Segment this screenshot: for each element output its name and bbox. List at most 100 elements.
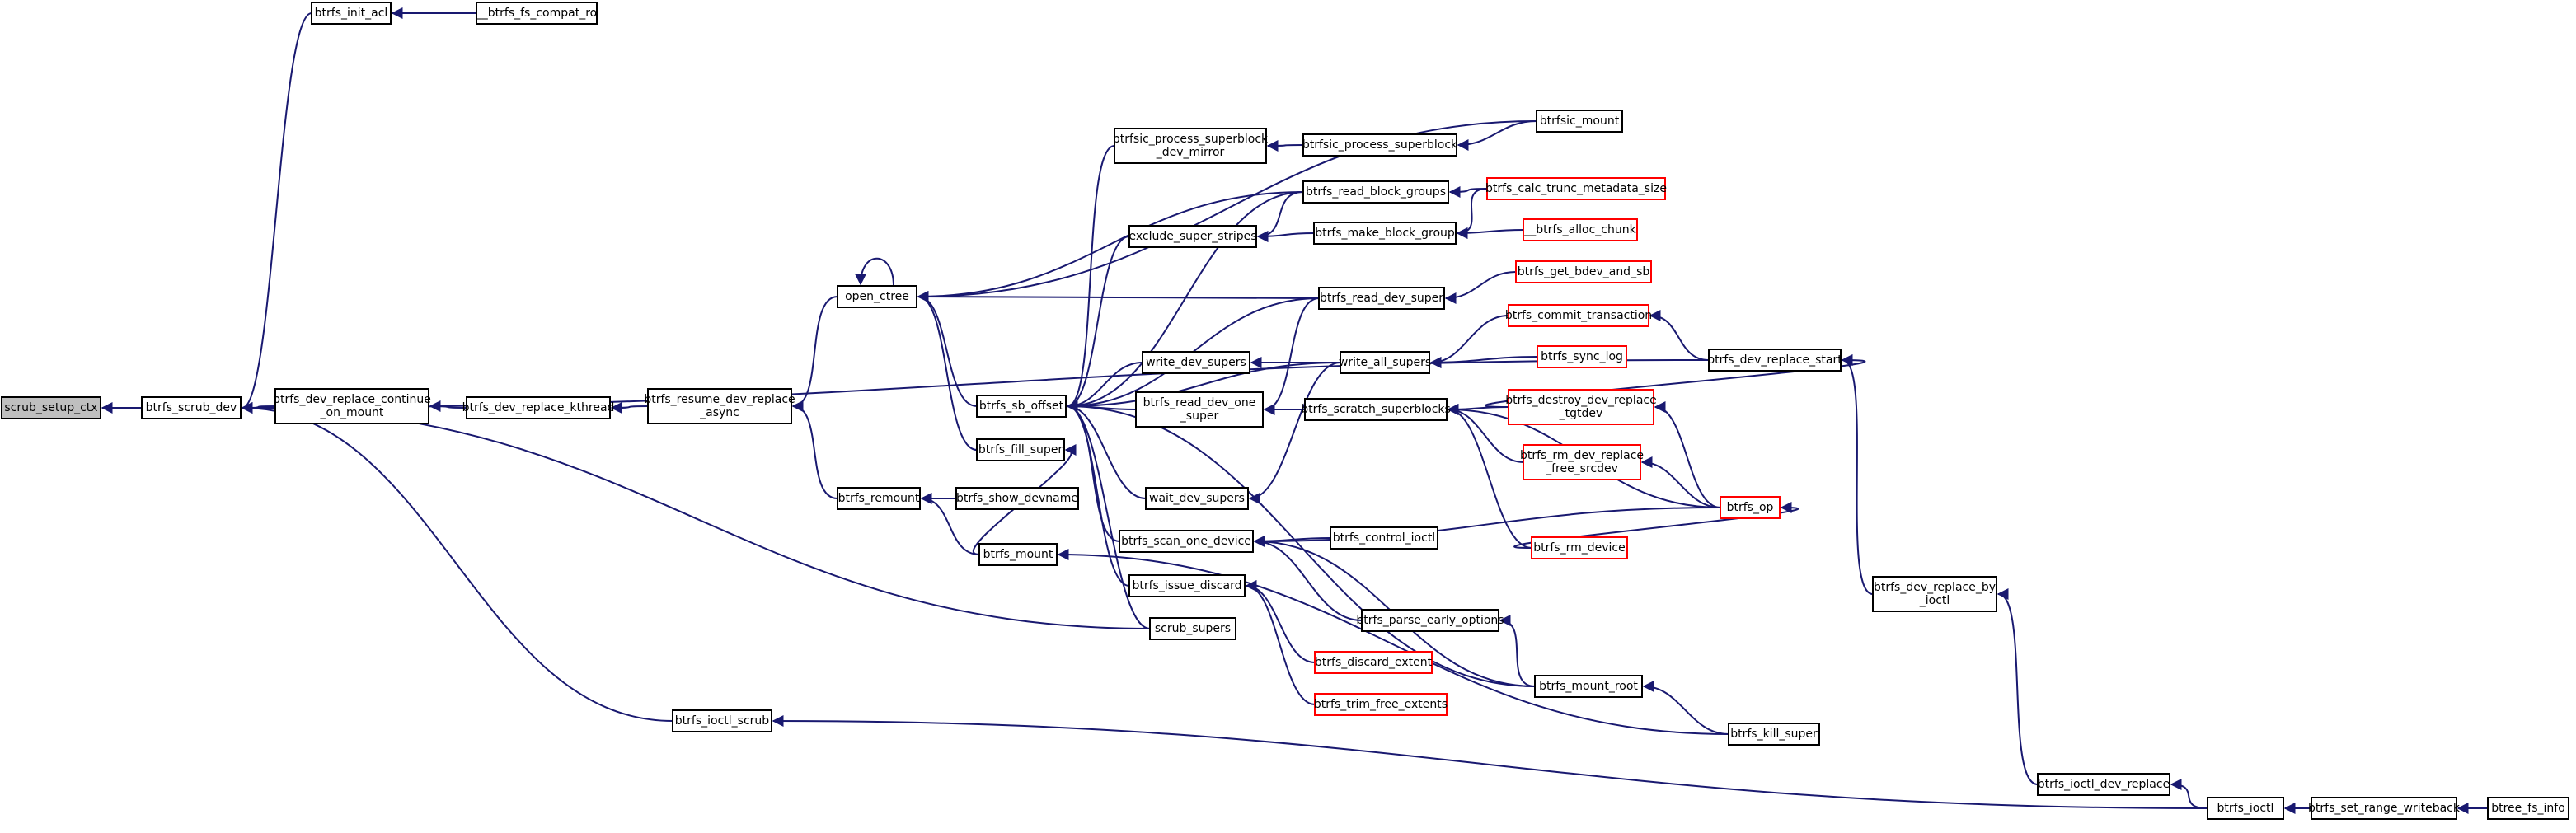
node-label: btrfs_make_block_group bbox=[1315, 227, 1455, 240]
edge-btrfsic_mount-to-btrfsic_process_superblock bbox=[1457, 120, 1537, 151]
node-btrfsic-process-superblock-dev-mirror[interactable]: btrfsic_process_superblock_dev_mirror bbox=[1113, 128, 1269, 164]
node-label: btrfs_read_dev_super bbox=[1320, 292, 1443, 305]
node-btrfs-dev-replace-continue-on-mount[interactable]: btrfs_dev_replace_continue_on_mount bbox=[273, 388, 431, 424]
node-write-all-supers[interactable]: write_all_supers bbox=[1339, 351, 1431, 374]
edge-btrfs_ioctl-to-btrfs_ioctl_dev_replace bbox=[2170, 779, 2208, 809]
node-box bbox=[1145, 487, 1249, 510]
edge-__btrfs_alloc_chunk-to-btrfs_make_block_group bbox=[1456, 227, 1524, 239]
node-btrfs-op[interactable]: btrfs_op bbox=[1720, 496, 1781, 519]
node-btrfs-sync-log[interactable]: btrfs_sync_log bbox=[1537, 345, 1627, 368]
node-btrfs-control-ioctl[interactable]: btrfs_control_ioctl bbox=[1330, 526, 1438, 550]
node-btrfs-mount-root[interactable]: btrfs_mount_root bbox=[1534, 675, 1643, 698]
edge-btrfsic_process_superblock-to-btrfsic_process_superblock_dev_mirror bbox=[1266, 139, 1304, 152]
node-btrfs-calc-trunc-metadata-size[interactable]: btrfs_calc_trunc_metadata_size bbox=[1485, 177, 1667, 200]
node-layer: scrub_setup_ctx btrfs_scrub_dev btrfs_init… bbox=[1, 2, 2569, 820]
node-box bbox=[466, 396, 611, 419]
edge-btrfs_op-to-btrfs_destroy_dev_replace_tgtdev bbox=[1654, 401, 1721, 508]
node-btrfs-scratch-superblocks[interactable]: btrfs_scratch_superblocks bbox=[1301, 398, 1451, 421]
node-scrub-setup-ctx[interactable]: scrub_setup_ctx bbox=[1, 396, 101, 419]
node-label: btrfsic_mount bbox=[1540, 115, 1620, 128]
node---btrfs-fs-compat-ro[interactable]: __btrfs_fs_compat_ro bbox=[476, 2, 598, 25]
node-label: write_all_supers bbox=[1339, 356, 1431, 369]
node-btrfs-read-dev-super[interactable]: btrfs_read_dev_super bbox=[1318, 287, 1445, 310]
node-btrfs-dev-replace-start[interactable]: btrfs_dev_replace_start bbox=[1707, 349, 1842, 372]
edge-btrfs_dev_replace_by_ioctl-to-btrfs_dev_replace_start bbox=[1841, 354, 1874, 595]
node-label: btrfs_sync_log bbox=[1541, 350, 1623, 363]
node-btrfs-remount[interactable]: btrfs_remount bbox=[837, 487, 921, 510]
edge-btrfs_issue_discard-to-btrfs_sb_offset bbox=[1066, 400, 1130, 587]
node-wait-dev-supers[interactable]: wait_dev_supers bbox=[1145, 487, 1249, 510]
node-btrfs-sb-offset[interactable]: btrfs_sb_offset bbox=[976, 395, 1067, 418]
node-btrfs-read-block-groups[interactable]: btrfs_read_block_groups bbox=[1302, 180, 1449, 204]
node-write-dev-supers[interactable]: write_dev_supers bbox=[1142, 351, 1250, 374]
node-btrfs-rm-dev-replace-free-srcdev[interactable]: btrfs_rm_dev_replace_free_srcdev bbox=[1520, 444, 1644, 480]
node-label: btree_fs_info bbox=[2491, 802, 2565, 815]
node-btrfs-make-block-group[interactable]: btrfs_make_block_group bbox=[1313, 222, 1457, 245]
node-label: btrfs_get_bdev_and_sb bbox=[1518, 265, 1650, 278]
edge-btrfs_parse_early_options-to-btrfs_scan_one_device bbox=[1253, 536, 1363, 621]
node-label: _async bbox=[699, 406, 739, 419]
node-btrfs-dev-replace-by-ioctl[interactable]: btrfs_dev_replace_by_ioctl bbox=[1872, 576, 1997, 612]
node-btrfs-scan-one-device[interactable]: btrfs_scan_one_device bbox=[1119, 530, 1254, 553]
edge-btrfs_get_bdev_and_sb-to-btrfs_read_dev_super bbox=[1444, 271, 1517, 304]
edge-btrfs_read_block_groups-to-open_ctree bbox=[917, 191, 1304, 302]
node-btrfs-trim-free-extents[interactable]: btrfs_trim_free_extents bbox=[1314, 693, 1448, 716]
node-btrfs-parse-early-options[interactable]: btrfs_parse_early_options bbox=[1356, 609, 1504, 632]
edge-btrfs_make_block_group-to-exclude_super_stripes bbox=[1256, 230, 1315, 242]
node-box bbox=[1149, 617, 1236, 640]
node-btrfs-discard-extent[interactable]: btrfs_discard_extent bbox=[1314, 651, 1433, 674]
node-open-ctree[interactable]: open_ctree bbox=[837, 285, 917, 308]
node-exclude-super-stripes[interactable]: exclude_super_stripes bbox=[1128, 225, 1257, 248]
node-btrfs-set-range-writeback[interactable]: btrfs_set_range_writeback bbox=[2308, 797, 2461, 820]
node-label: btrfs_scrub_dev bbox=[146, 401, 237, 414]
edge-btrfs_dev_replace_start-to-btrfs_commit_transaction bbox=[1649, 310, 1710, 361]
node-btrfs-show-devname[interactable]: btrfs_show_devname bbox=[955, 487, 1079, 510]
node-label: btrfs_init_acl bbox=[315, 7, 388, 20]
node-box bbox=[1515, 260, 1652, 283]
node-label: btrfs_resume_dev_replace bbox=[644, 393, 795, 406]
node-btrfs-issue-discard[interactable]: btrfs_issue_discard bbox=[1128, 574, 1246, 597]
edge-btrfs_sync_log-to-write_all_supers bbox=[1429, 356, 1538, 368]
node-btrfs-ioctl[interactable]: btrfs_ioctl bbox=[2207, 797, 2284, 820]
node---btrfs-alloc-chunk[interactable]: __btrfs_alloc_chunk bbox=[1523, 218, 1638, 241]
node-box bbox=[1340, 351, 1430, 374]
node-box bbox=[1361, 609, 1499, 632]
node-btrfs-dev-replace-kthread[interactable]: btrfs_dev_replace_kthread bbox=[462, 396, 615, 419]
edge-btrfs_fill_super-to-open_ctree bbox=[917, 291, 978, 451]
node-label: btrfs_dev_replace_by bbox=[1874, 581, 1996, 594]
node-btrfs-scrub-dev[interactable]: btrfs_scrub_dev bbox=[141, 396, 242, 419]
edge-exclude_super_stripes-to-btrfs_sb_offset bbox=[1066, 236, 1130, 412]
node-btrfs-rm-device[interactable]: btrfs_rm_device bbox=[1531, 536, 1628, 559]
node-btree-fs-info[interactable]: btree_fs_info bbox=[2487, 797, 2569, 820]
node-box bbox=[1537, 345, 1627, 368]
node-btrfs-get-bdev-and-sb[interactable]: btrfs_get_bdev_and_sb bbox=[1515, 260, 1652, 283]
edge-btrfs_calc_trunc_metadata_size-to-btrfs_make_block_group bbox=[1456, 188, 1488, 239]
node-label: btrfs_discard_extent bbox=[1315, 656, 1433, 669]
edge-btrfs_rm_device-to-btrfs_scratch_superblocks bbox=[1447, 404, 1532, 549]
node-box bbox=[1486, 177, 1666, 200]
node-scrub-supers[interactable]: scrub_supers bbox=[1149, 617, 1236, 640]
node-btrfs-fill-super[interactable]: btrfs_fill_super bbox=[976, 438, 1065, 461]
edge-btrfs_resume_dev_replace_async-to-btrfs_dev_replace_kthread bbox=[610, 401, 649, 414]
node-btrfsic-mount[interactable]: btrfsic_mount bbox=[1536, 110, 1623, 133]
node-btrfs-ioctl-scrub[interactable]: btrfs_ioctl_scrub bbox=[672, 709, 772, 732]
node-btrfs-kill-super[interactable]: btrfs_kill_super bbox=[1728, 723, 1820, 746]
node-box bbox=[1720, 496, 1781, 519]
node-btrfs-init-acl[interactable]: btrfs_init_acl bbox=[311, 2, 392, 25]
node-btrfs-destroy-dev-replace-tgtdev[interactable]: btrfs_destroy_dev_replace_tgtdev bbox=[1505, 389, 1657, 425]
node-btrfs-commit-transaction[interactable]: btrfs_commit_transaction bbox=[1505, 304, 1652, 327]
node-btrfs-resume-dev-replace-async[interactable]: btrfs_resume_dev_replace_async bbox=[644, 388, 795, 424]
edge-btrfs_calc_trunc_metadata_size-to-btrfs_read_block_groups bbox=[1448, 185, 1488, 198]
node-label: btrfs_parse_early_options bbox=[1356, 614, 1504, 627]
node-label: btrfs_control_ioctl bbox=[1333, 531, 1435, 545]
node-btrfs-ioctl-dev-replace[interactable]: btrfs_ioctl_dev_replace bbox=[2037, 773, 2170, 796]
node-btrfsic-process-superblock[interactable]: btrfsic_process_superblock bbox=[1302, 133, 1458, 157]
node-btrfs-mount[interactable]: btrfs_mount bbox=[978, 543, 1058, 566]
node-label: scrub_supers bbox=[1155, 622, 1231, 635]
edge-write_all_supers-to-btrfs_sb_offset bbox=[1066, 362, 1341, 412]
edge-btrfs_read_block_groups-to-exclude_super_stripes bbox=[1256, 191, 1304, 242]
node-label: btrfs_ioctl_dev_replace bbox=[2038, 778, 2170, 791]
node-label: btrfs_commit_transaction bbox=[1505, 309, 1652, 322]
node-btrfs-read-dev-one-super[interactable]: btrfs_read_dev_one_super bbox=[1135, 391, 1264, 428]
